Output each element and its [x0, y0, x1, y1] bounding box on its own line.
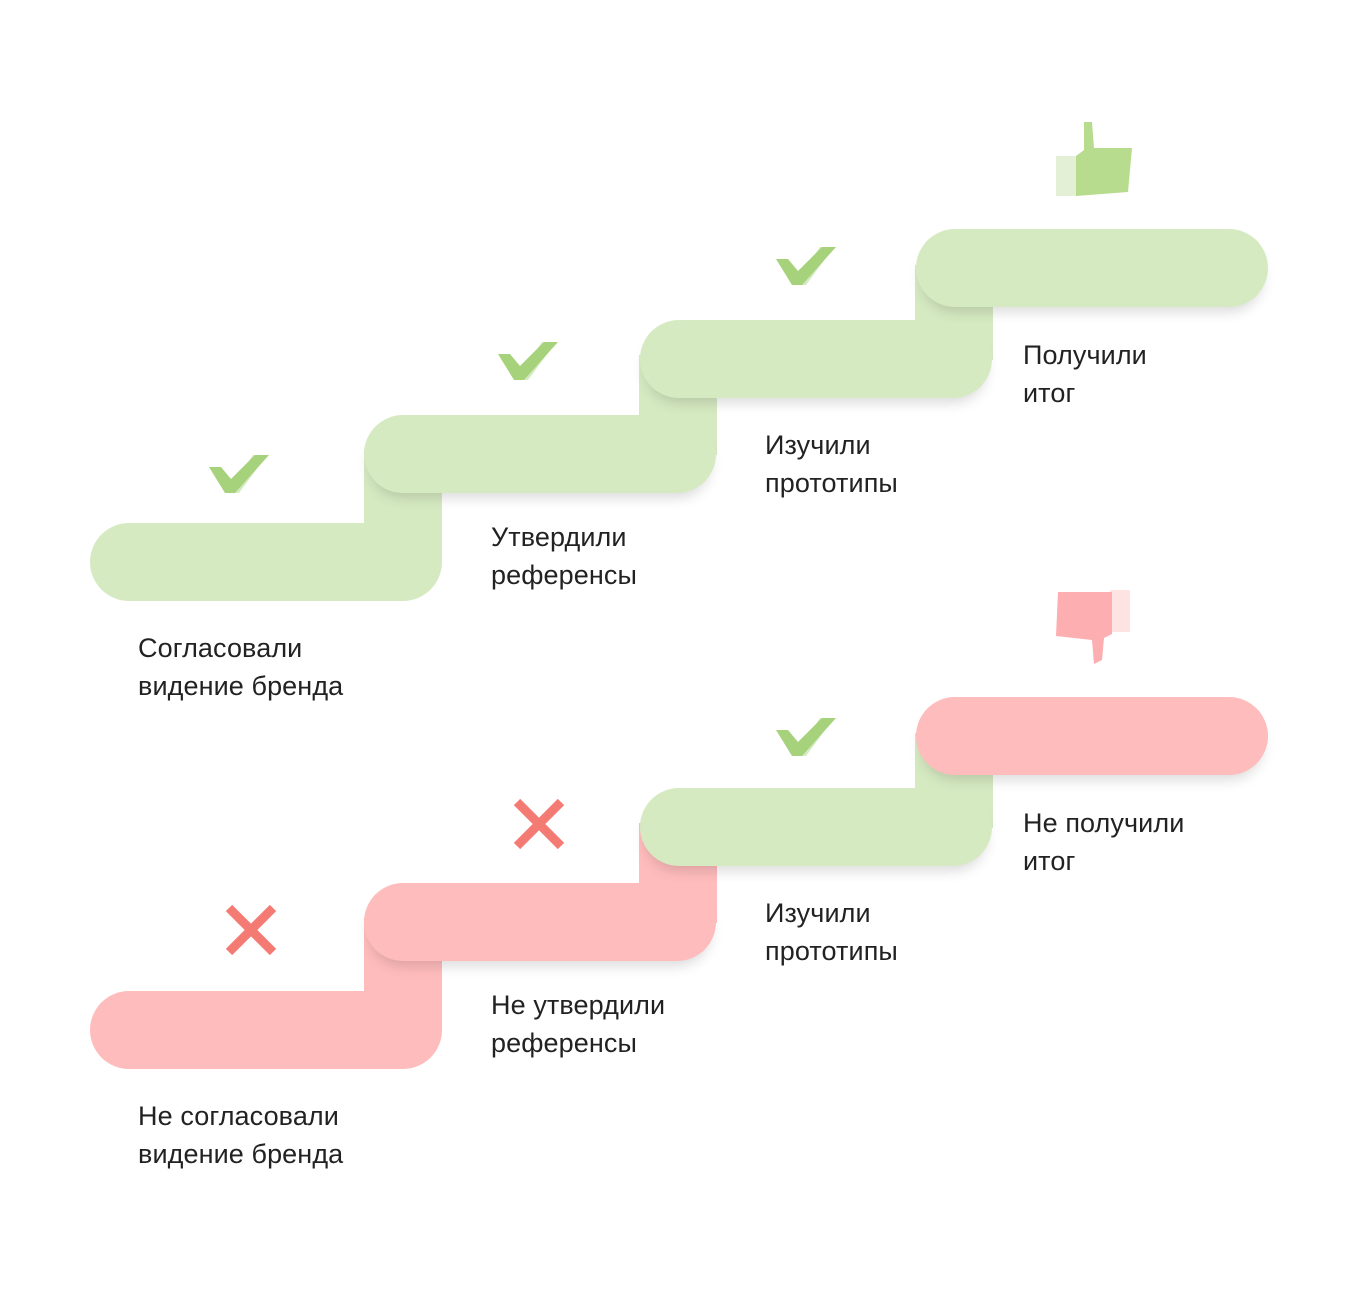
cross-icon [513, 798, 565, 850]
success-step-4-bar [916, 229, 1268, 307]
double-check-icon [209, 455, 269, 493]
success-step-1-bar [90, 523, 442, 601]
failure-step-2-bar [364, 883, 716, 961]
double-check-icon [498, 342, 558, 380]
failure-step-3-bar [640, 788, 992, 866]
cross-icon [225, 904, 277, 956]
thumbs-up-icon [1056, 122, 1132, 196]
thumbs-down-icon [1056, 590, 1130, 664]
failure-step-4-bar [916, 697, 1268, 775]
success-step-2-bar [364, 415, 716, 493]
failure-step-1-bar [90, 991, 442, 1069]
double-check-icon [776, 247, 836, 285]
success-step-3-bar [640, 320, 992, 398]
double-check-icon [776, 718, 836, 756]
